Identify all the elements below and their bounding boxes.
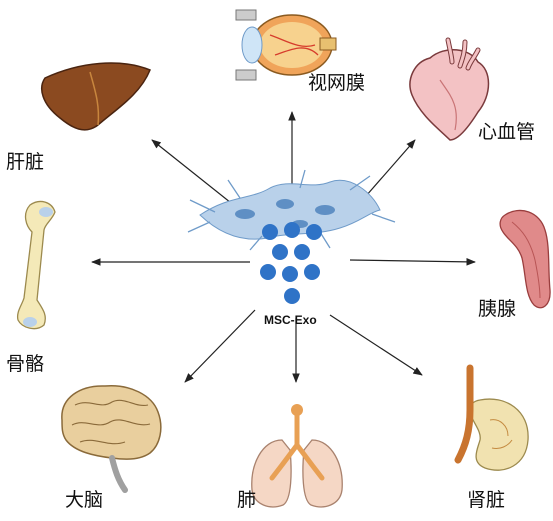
arrow-to-pancreas bbox=[349, 258, 476, 266]
label-cardiovascular: 心血管 bbox=[478, 121, 536, 143]
label-pancreas: 胰腺 bbox=[478, 298, 517, 320]
arrow-to-brain bbox=[184, 309, 256, 383]
exosome-cluster bbox=[260, 222, 322, 304]
pancreas-illustration bbox=[499, 209, 551, 309]
lung-illustration bbox=[251, 404, 343, 508]
label-retina: 视网膜 bbox=[308, 72, 366, 94]
label-liver: 肝脏 bbox=[6, 151, 45, 173]
kidney-illustration bbox=[454, 364, 529, 471]
liver-illustration bbox=[41, 62, 151, 131]
label-kidney: 肾脏 bbox=[467, 489, 506, 511]
label-bone: 骨骼 bbox=[6, 353, 45, 375]
arrow-to-kidney bbox=[329, 314, 423, 376]
brain-illustration bbox=[61, 385, 162, 493]
label-brain: 大脑 bbox=[65, 489, 104, 511]
bone-illustration bbox=[16, 200, 56, 330]
heart-illustration bbox=[409, 37, 490, 141]
label-lung: 肺 bbox=[237, 489, 257, 511]
retina-illustration bbox=[235, 9, 337, 81]
center-label: MSC-Exo bbox=[264, 313, 317, 327]
